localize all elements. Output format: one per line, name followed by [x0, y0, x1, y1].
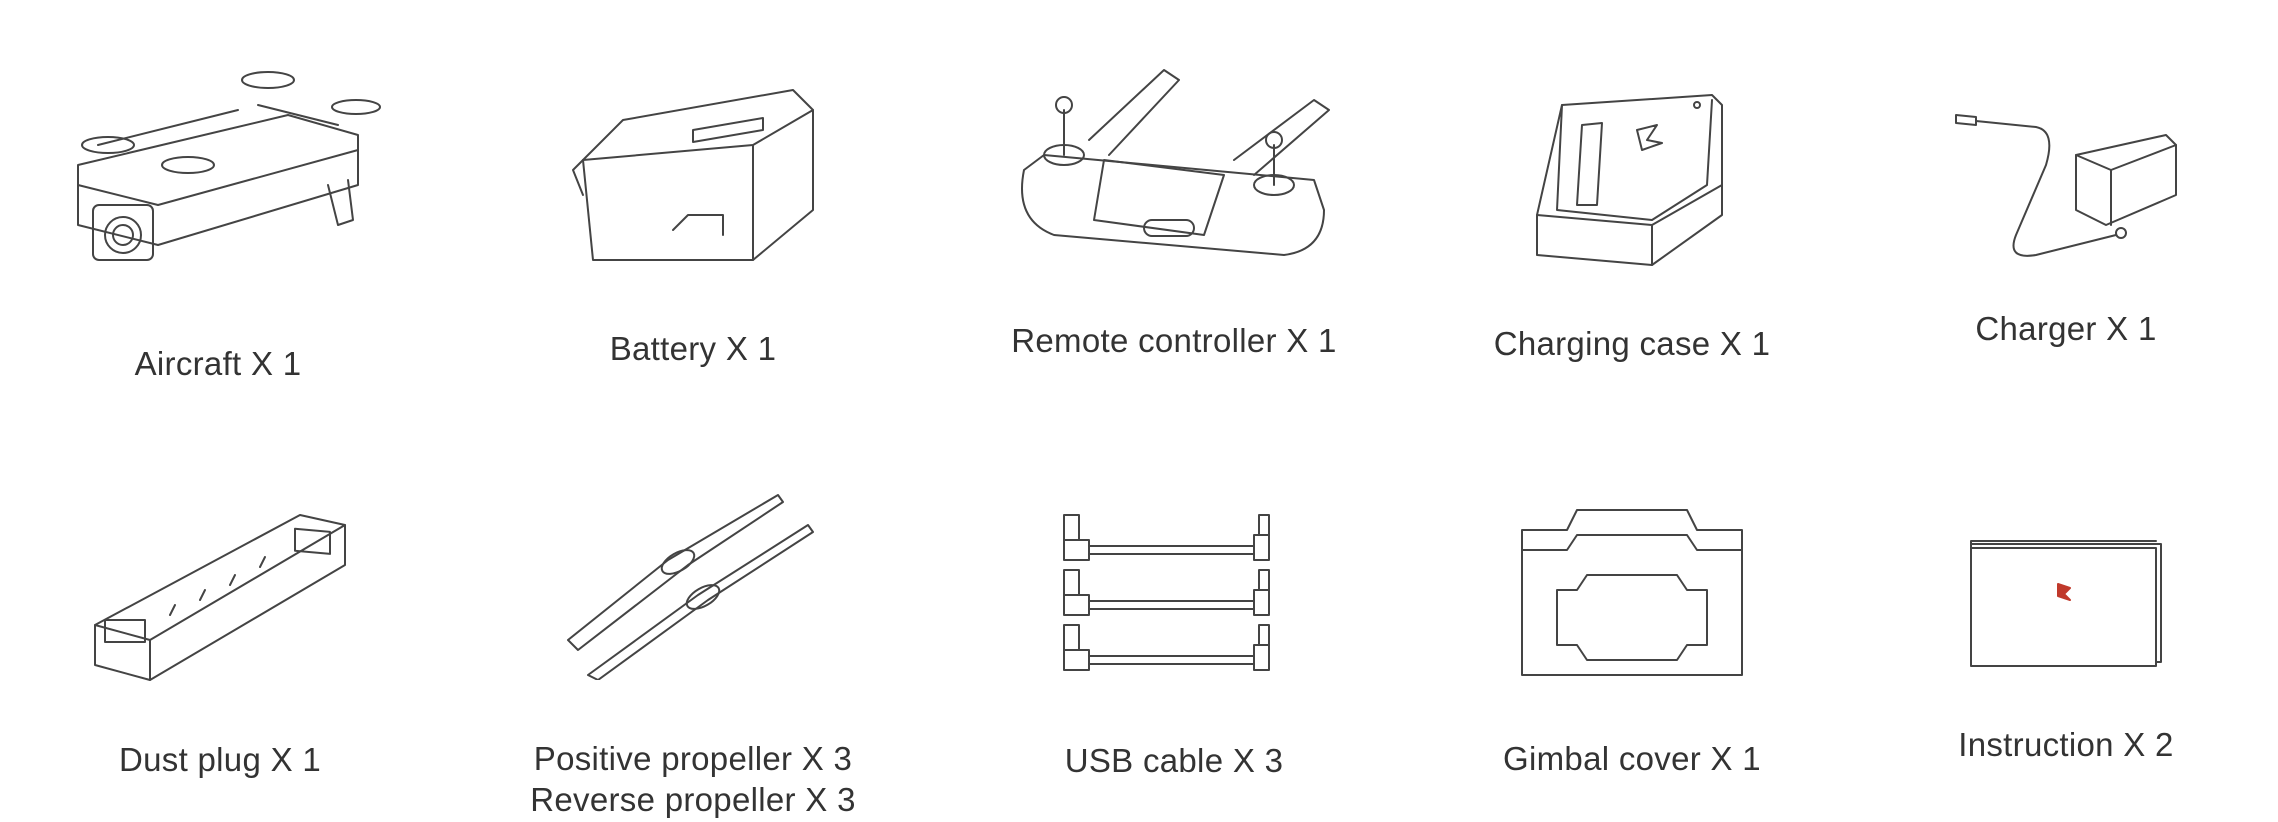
- item-label: Gimbal cover X 1: [1503, 740, 1761, 777]
- charging-case-icon: [1536, 94, 1723, 266]
- item-aircraft: Aircraft X 1: [0, 55, 438, 384]
- item-label: Positive propeller X 3: [533, 740, 853, 777]
- usb-cable-icon: [1063, 514, 1270, 671]
- item-label: Remote controller X 1: [1011, 322, 1337, 359]
- item-label: Battery X 1: [609, 330, 777, 367]
- item-label: USB cable X 3: [1064, 742, 1284, 779]
- item-gimbal-cover: Gimbal cover X 1: [1412, 505, 1852, 779]
- instruction-icon: [1970, 540, 2162, 667]
- item-remote-controller: Remote controller X 1: [954, 60, 1394, 361]
- dust-plug-icon: [94, 514, 346, 681]
- item-battery: Battery X 1: [473, 70, 913, 369]
- item-label-secondary: Reverse propeller X 3: [530, 781, 856, 818]
- item-charger: Charger X 1: [1846, 95, 2278, 349]
- item-instruction: Instruction X 2: [1846, 540, 2278, 765]
- item-label: Charger X 1: [1975, 310, 2157, 347]
- item-propeller: Positive propeller X 3 Reverse propeller…: [473, 490, 913, 820]
- item-charging-case: Charging case X 1: [1412, 75, 1852, 364]
- propeller-icon: [567, 494, 814, 680]
- item-dust-plug: Dust plug X 1: [0, 505, 440, 780]
- item-usb-cable: USB cable X 3: [954, 510, 1394, 781]
- item-label: Aircraft X 1: [134, 345, 302, 382]
- charger-icon: [1955, 114, 2177, 257]
- logo-icon: [2057, 583, 2071, 601]
- aircraft-icon: [77, 71, 381, 261]
- item-label: Instruction X 2: [1958, 726, 2174, 763]
- item-label: Dust plug X 1: [118, 741, 321, 778]
- gimbal-cover-icon: [1521, 509, 1743, 676]
- remote-controller-icon: [1021, 69, 1330, 256]
- item-label: Charging case X 1: [1493, 325, 1771, 362]
- battery-icon: [572, 89, 814, 261]
